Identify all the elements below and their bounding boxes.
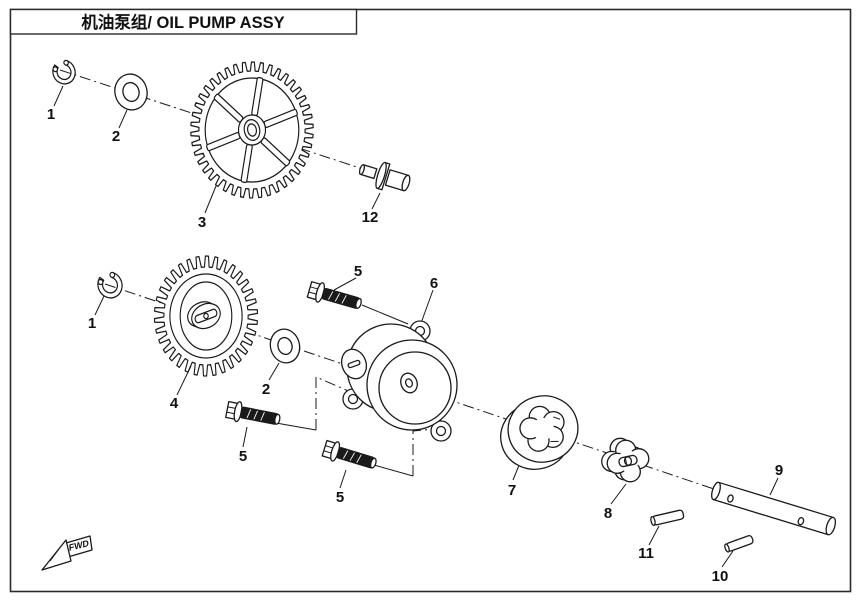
washer-upper	[114, 73, 148, 111]
page-border	[9, 8, 852, 593]
pump-shaft	[711, 481, 837, 536]
drive-gear	[190, 61, 314, 199]
callout-10: 10	[712, 568, 729, 585]
pin-11	[650, 509, 685, 527]
callout-leader-lines	[53, 85, 779, 568]
outer-rotor-lobes	[519, 405, 565, 452]
callout-3: 3	[198, 214, 206, 231]
callout-9: 9	[775, 462, 783, 479]
callout-8: 8	[604, 505, 612, 522]
page-title: 机油泵组/ OIL PUMP ASSY	[81, 12, 284, 32]
stepped-pin	[358, 161, 411, 192]
callout-1-lower: 1	[88, 315, 96, 332]
outer-rotor	[500, 395, 579, 470]
callout-labels: 1 2 3 12 1 4 2 5 6 5 5 7 8 9 11 10	[47, 106, 783, 585]
flange-bolt-middle	[225, 401, 281, 425]
callout-5-middle: 5	[239, 448, 247, 465]
drive-coupling	[187, 301, 221, 330]
callout-7: 7	[508, 482, 516, 499]
gear-spokes	[206, 76, 298, 184]
fwd-direction-marker: FWD	[41, 535, 93, 571]
pin-10	[724, 535, 754, 553]
bolt-connector-lines	[275, 304, 435, 477]
circlip-upper	[52, 59, 76, 85]
flange-bolt-top	[306, 281, 362, 309]
callout-5-bottom: 5	[336, 489, 344, 506]
callout-1-upper: 1	[47, 106, 55, 123]
callout-2-lower: 2	[262, 381, 270, 398]
inner-rotor	[601, 437, 650, 483]
callout-2-upper: 2	[112, 128, 120, 145]
callout-11: 11	[638, 545, 654, 562]
oil-pump-body	[340, 320, 458, 442]
title-box	[9, 8, 358, 35]
callout-5-top: 5	[354, 263, 362, 280]
washer-lower	[269, 328, 301, 364]
pump-shaft-boss	[340, 348, 368, 380]
flange-bolt-bottom	[321, 439, 377, 469]
oil-pump-gear	[153, 255, 259, 377]
fwd-label: FWD	[69, 538, 90, 553]
axis-lines	[59, 69, 715, 490]
callout-6: 6	[430, 275, 438, 292]
callout-12: 12	[362, 209, 379, 226]
circlip-lower	[97, 271, 123, 299]
callout-4: 4	[170, 395, 179, 412]
